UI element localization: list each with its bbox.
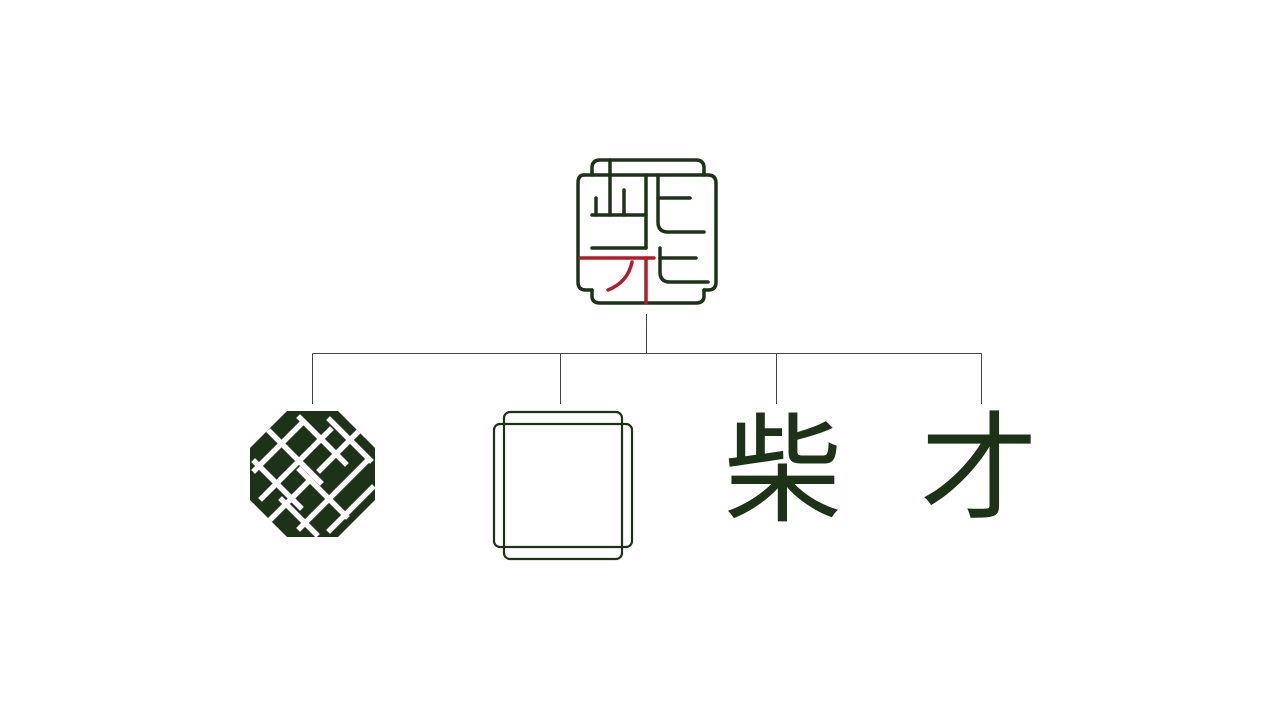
character-cai: 才 — [920, 400, 1039, 538]
character-chai: 柴 — [724, 402, 843, 540]
